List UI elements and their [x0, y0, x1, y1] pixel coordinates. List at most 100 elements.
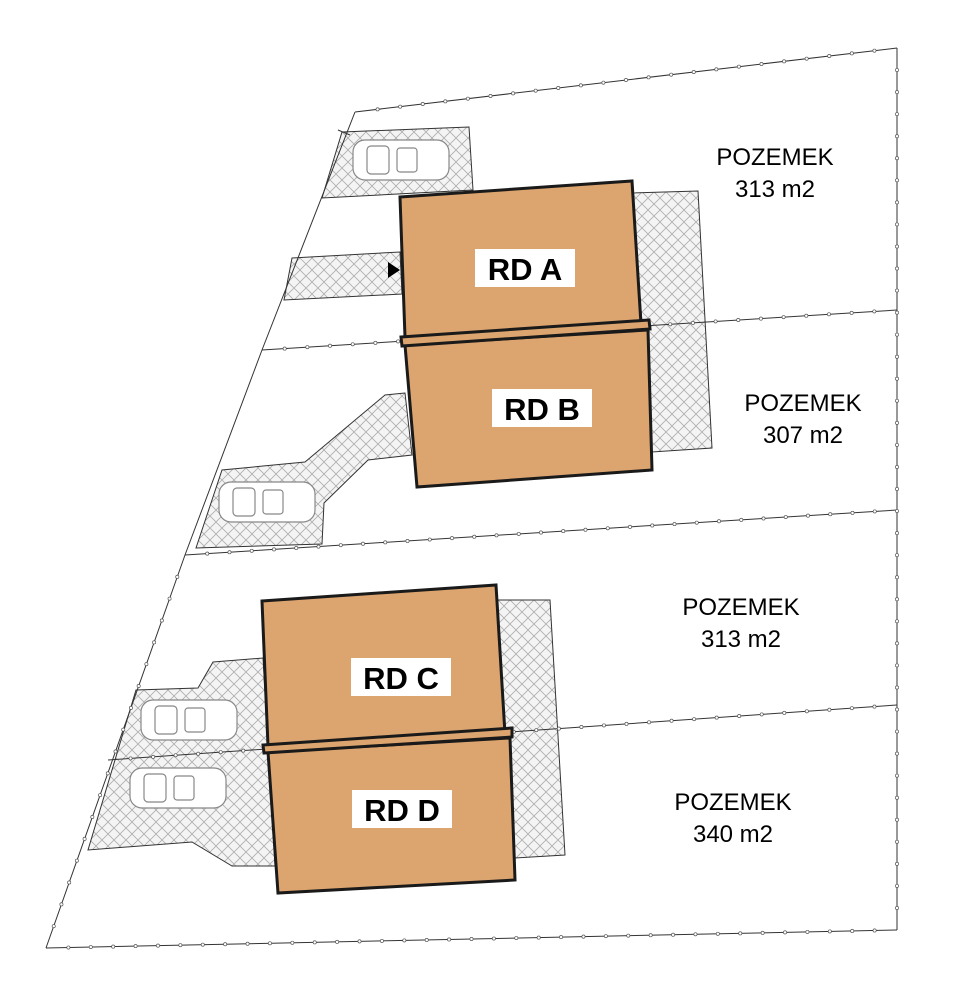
survey-point [690, 320, 695, 325]
survey-point [669, 718, 674, 723]
survey-point [738, 931, 743, 936]
survey-point [533, 88, 538, 93]
survey-point [694, 520, 699, 525]
survey-point [828, 512, 833, 517]
survey-point [200, 942, 205, 947]
survey-point [469, 937, 474, 941]
survey-point [895, 222, 899, 227]
survey-point [849, 51, 854, 56]
survey-point [472, 534, 477, 539]
survey-point [849, 706, 854, 711]
survey-point [396, 339, 401, 344]
survey-point [761, 516, 766, 521]
boundary-tick [337, 129, 351, 136]
survey-point [402, 938, 407, 943]
survey-point [67, 880, 72, 885]
survey-point [895, 839, 899, 844]
survey-point [173, 753, 178, 758]
survey-point [373, 340, 378, 345]
survey-point [737, 714, 742, 718]
lot-area: 307 m2 [763, 422, 843, 449]
survey-point [714, 715, 719, 720]
survey-point [223, 942, 228, 947]
survey-point [350, 342, 355, 347]
survey-point [465, 96, 470, 101]
survey-point [895, 310, 899, 315]
survey-point [714, 67, 719, 72]
survey-point [424, 937, 429, 942]
survey-point [450, 536, 454, 541]
survey-point [159, 618, 164, 623]
house-label-c: RD C [363, 661, 439, 696]
survey-point [121, 727, 126, 732]
survey-point [647, 720, 651, 725]
survey-point [218, 750, 223, 755]
survey-point [646, 75, 651, 80]
survey-point [715, 931, 720, 936]
survey-point [804, 313, 809, 318]
survey-point [895, 773, 899, 778]
survey-point [196, 751, 201, 756]
survey-point [294, 546, 299, 550]
survey-point [872, 928, 877, 933]
survey-point [895, 420, 899, 425]
survey-point [895, 465, 899, 469]
survey-point [850, 510, 855, 515]
survey-point [556, 726, 561, 731]
survey-point [357, 939, 362, 944]
survey-point [806, 513, 810, 518]
survey-point [872, 509, 877, 514]
survey-point [74, 858, 79, 863]
survey-point [628, 524, 632, 529]
survey-point [282, 346, 287, 351]
survey-point [895, 244, 899, 249]
survey-point [245, 941, 250, 946]
survey-point [895, 685, 899, 690]
survey-point [328, 343, 332, 348]
survey-point [379, 938, 384, 943]
survey-point [579, 725, 584, 729]
lot-name: POZEMEK [674, 789, 791, 816]
survey-point [895, 861, 899, 866]
lot-labels: POZEMEK 313 m2 POZEMEK 307 m2 POZEMEK 31… [674, 144, 861, 848]
survey-point [783, 515, 788, 519]
lot-area: 313 m2 [735, 176, 815, 203]
survey-point [175, 574, 180, 579]
survey-point [556, 86, 561, 90]
survey-point [895, 729, 899, 734]
survey-point [895, 156, 899, 161]
survey-point [671, 932, 676, 937]
survey-point [895, 817, 899, 822]
survey-point [624, 78, 628, 82]
survey-point [583, 527, 588, 532]
survey-point [136, 684, 141, 688]
lot-name: POZEMEK [682, 594, 799, 621]
survey-point [156, 943, 160, 948]
survey-point [241, 748, 246, 753]
survey-point [581, 934, 586, 939]
survey-point [650, 523, 655, 528]
survey-point [133, 944, 138, 949]
survey-point [290, 940, 295, 945]
survey-point [895, 332, 899, 337]
survey-point [447, 937, 452, 942]
survey-point [895, 376, 899, 381]
survey-point [895, 795, 899, 800]
survey-point [895, 553, 899, 558]
survey-point [872, 309, 877, 314]
survey-point [758, 316, 763, 321]
survey-point [805, 929, 810, 934]
survey-point [895, 288, 899, 293]
survey-point [335, 939, 340, 944]
survey-point [626, 933, 631, 938]
survey-point [783, 930, 787, 935]
survey-point [624, 721, 629, 726]
survey-point [375, 107, 380, 112]
survey-point [781, 315, 786, 320]
lot-name: POZEMEK [744, 390, 861, 417]
car-icon [140, 699, 238, 741]
entrance-arrow-icon [388, 262, 400, 278]
survey-point [105, 771, 110, 776]
lot-area: 313 m2 [701, 626, 781, 653]
survey-point [895, 751, 899, 756]
